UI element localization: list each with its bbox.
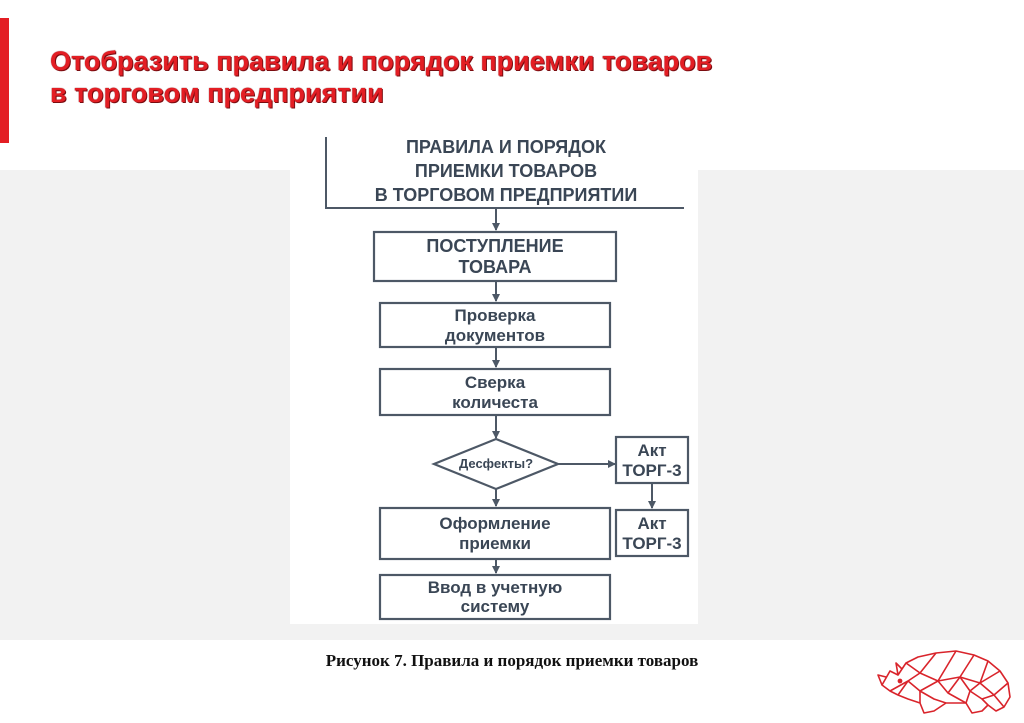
decision-defects-label: Десфекты? (459, 456, 533, 471)
step-arrival (372, 230, 618, 283)
figure-caption: Рисунок 7. Правила и порядок приемки тов… (325, 651, 699, 670)
flowchart: ПРАВИЛА И ПОРЯДОК ПРИЕМКИ ТОВАРОВ В ТОРГ… (325, 137, 690, 621)
step-quantity-check-line-2: количеста (452, 393, 538, 412)
decision-defects (431, 437, 561, 491)
side-box-act-2 (614, 508, 690, 558)
step-arrival-line-2: ТОВАРА (458, 257, 531, 277)
step-check-documents-line-2: документов (445, 326, 545, 345)
step-check-documents (378, 301, 612, 349)
side-box-act-2-line-2: ТОРГ-3 (622, 534, 681, 553)
slide-title: Отобразить правила и порядок приемки тов… (50, 45, 712, 109)
step-acceptance-registration-line-2: приемки (459, 534, 531, 553)
step-quantity-check-line-1: Сверка (465, 373, 526, 392)
rhino-logo-icon (877, 650, 1011, 714)
slide-title-line-2: в торговом предприятии (50, 78, 384, 108)
step-acceptance-registration (378, 506, 612, 561)
side-box-act-1-line-1: Акт (637, 441, 666, 460)
side-box-act-1 (614, 435, 690, 485)
step-check-documents-line-1: Проверка (454, 306, 536, 325)
step-system-entry-line-1: Ввод в учетную (428, 578, 562, 597)
side-box-act-1-line-2: ТОРГ-3 (622, 461, 681, 480)
header-line-1: ПРАВИЛА И ПОРЯДОК (406, 137, 607, 157)
accent-bar (0, 18, 9, 143)
side-box-act-2-line-1: Акт (637, 514, 666, 533)
step-system-entry-line-2: систему (461, 597, 530, 616)
slide-title-line-1: Отобразить правила и порядок приемки тов… (50, 46, 713, 76)
step-quantity-check (378, 367, 612, 417)
step-acceptance-registration-line-1: Оформление (439, 514, 550, 533)
step-system-entry (378, 573, 612, 621)
flowchart-figure: ПРАВИЛА И ПОРЯДОК ПРИЕМКИ ТОВАРОВ В ТОРГ… (290, 133, 698, 624)
step-arrival-line-1: ПОСТУПЛЕНИЕ (426, 236, 563, 256)
header-bracket (325, 137, 684, 209)
header-line-2: ПРИЕМКИ ТОВАРОВ (415, 161, 597, 181)
header-line-3: В ТОРГОВОМ ПРЕДПРИЯТИИ (375, 185, 638, 205)
